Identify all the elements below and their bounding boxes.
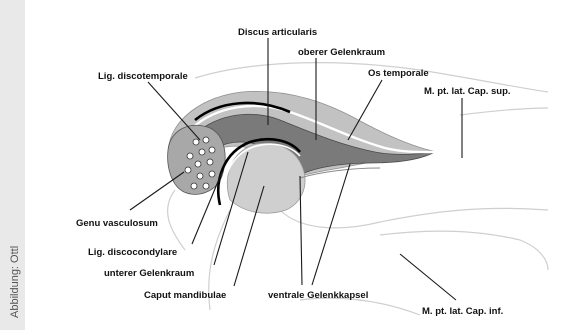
label-ventrale-gelenkkapsel: ventrale Gelenkkapsel xyxy=(268,290,368,301)
label-caput-mandibulae: Caput mandibulae xyxy=(144,290,226,301)
label-oberer-gelenkraum: oberer Gelenkraum xyxy=(298,47,385,58)
label-lig-discotemporale: Lig. discotemporale xyxy=(98,71,188,82)
label-unterer-gelenkraum: unterer Gelenkraum xyxy=(104,268,194,279)
label-genu-vasculosum: Genu vasculosum xyxy=(76,218,158,229)
label-os-temporale: Os temporale xyxy=(368,68,429,79)
label-m-pt-lat-cap-sup: M. pt. lat. Cap. sup. xyxy=(424,86,511,97)
label-discus-articularis: Discus articularis xyxy=(238,27,317,38)
label-m-pt-lat-cap-inf: M. pt. lat. Cap. inf. xyxy=(422,306,503,317)
caput-mandibulae-shape xyxy=(227,143,305,213)
label-lig-discocondylare: Lig. discocondylare xyxy=(88,247,177,258)
